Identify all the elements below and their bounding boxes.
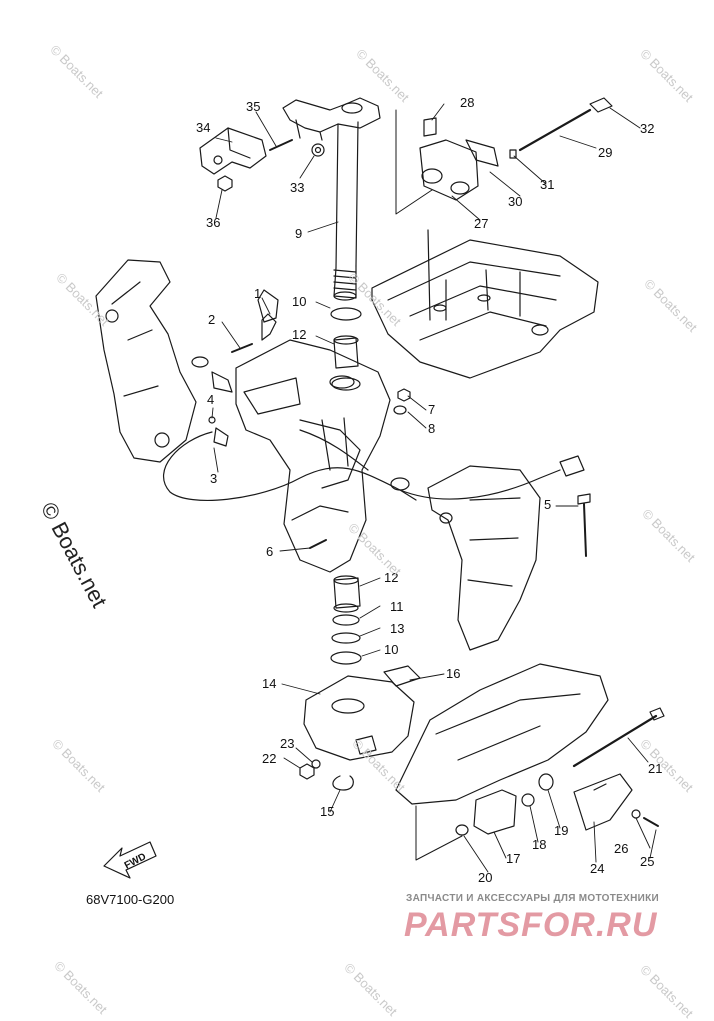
part-number-12-lower: 12 [384,570,399,585]
part-number-35: 35 [246,99,261,114]
shop-tagline: ЗАПЧАСТИ И АКСЕССУАРЫ ДЛЯ МОТОТЕХНИКИ [406,893,659,904]
part-number-36: 36 [206,215,221,230]
part-number-33: 33 [290,180,305,195]
part-number-18: 18 [532,837,547,852]
lower-casing-drawing [395,663,665,861]
steering-arm-drawing [282,97,381,301]
part-number-30: 30 [508,194,523,209]
fwd-arrow-drawing [103,841,157,879]
clamp-bracket-drawing [235,289,391,573]
bracket-34-drawing [199,127,325,192]
small-hardware-drawing [208,313,411,549]
part-number-16: 16 [446,666,461,681]
part-number-28: 28 [460,95,475,110]
part-number-11: 11 [390,599,404,614]
part-number-2: 2 [208,312,216,327]
part-number-8: 8 [428,421,436,436]
part-number-17: 17 [506,851,521,866]
part-number-29: 29 [598,145,613,160]
wire-harness-drawing [163,429,585,501]
lower-mount-housing-drawing [299,665,421,791]
part-number-1: 1 [254,286,262,301]
part-number-26: 26 [614,841,629,856]
friction-plate-assembly-drawing [395,97,613,215]
drawing-code: 68V7100-G200 [86,892,175,907]
part-number-19: 19 [554,823,569,838]
part-number-5: 5 [544,497,552,512]
part-number-13: 13 [390,621,405,636]
part-number-22: 22 [262,751,277,766]
part-number-4: 4 [207,392,215,407]
part-number-7: 7 [428,402,436,417]
part-number-32: 32 [640,121,655,136]
upper-mount-drawing [390,465,541,651]
part-number-24: 24 [590,861,605,876]
part-number-21: 21 [648,761,663,776]
part-number-6: 6 [266,544,274,559]
part-number-15: 15 [320,804,335,819]
part-number-25: 25 [640,854,655,869]
part-number-31: 31 [540,177,555,192]
mount-plate-drawing [371,229,599,379]
shop-logo: PARTSFOR.RU [404,906,658,944]
part-number-20: 20 [478,870,493,885]
part-number-10-lower: 10 [384,642,399,657]
exploded-parts-diagram [95,97,665,879]
lower-bushing-stack-drawing [330,307,362,665]
part-number-23: 23 [280,736,295,751]
swivel-bracket-drawing [95,259,233,463]
part-number-34: 34 [196,120,211,135]
part-number-12-upper: 12 [292,327,307,342]
part-number-10-upper: 10 [292,294,307,309]
part-number-3: 3 [210,471,218,486]
part-number-14: 14 [262,676,277,691]
part-number-9: 9 [295,226,303,241]
part-number-27: 27 [474,216,489,231]
bolt-5-drawing [577,493,591,557]
leader-lines [211,103,657,873]
